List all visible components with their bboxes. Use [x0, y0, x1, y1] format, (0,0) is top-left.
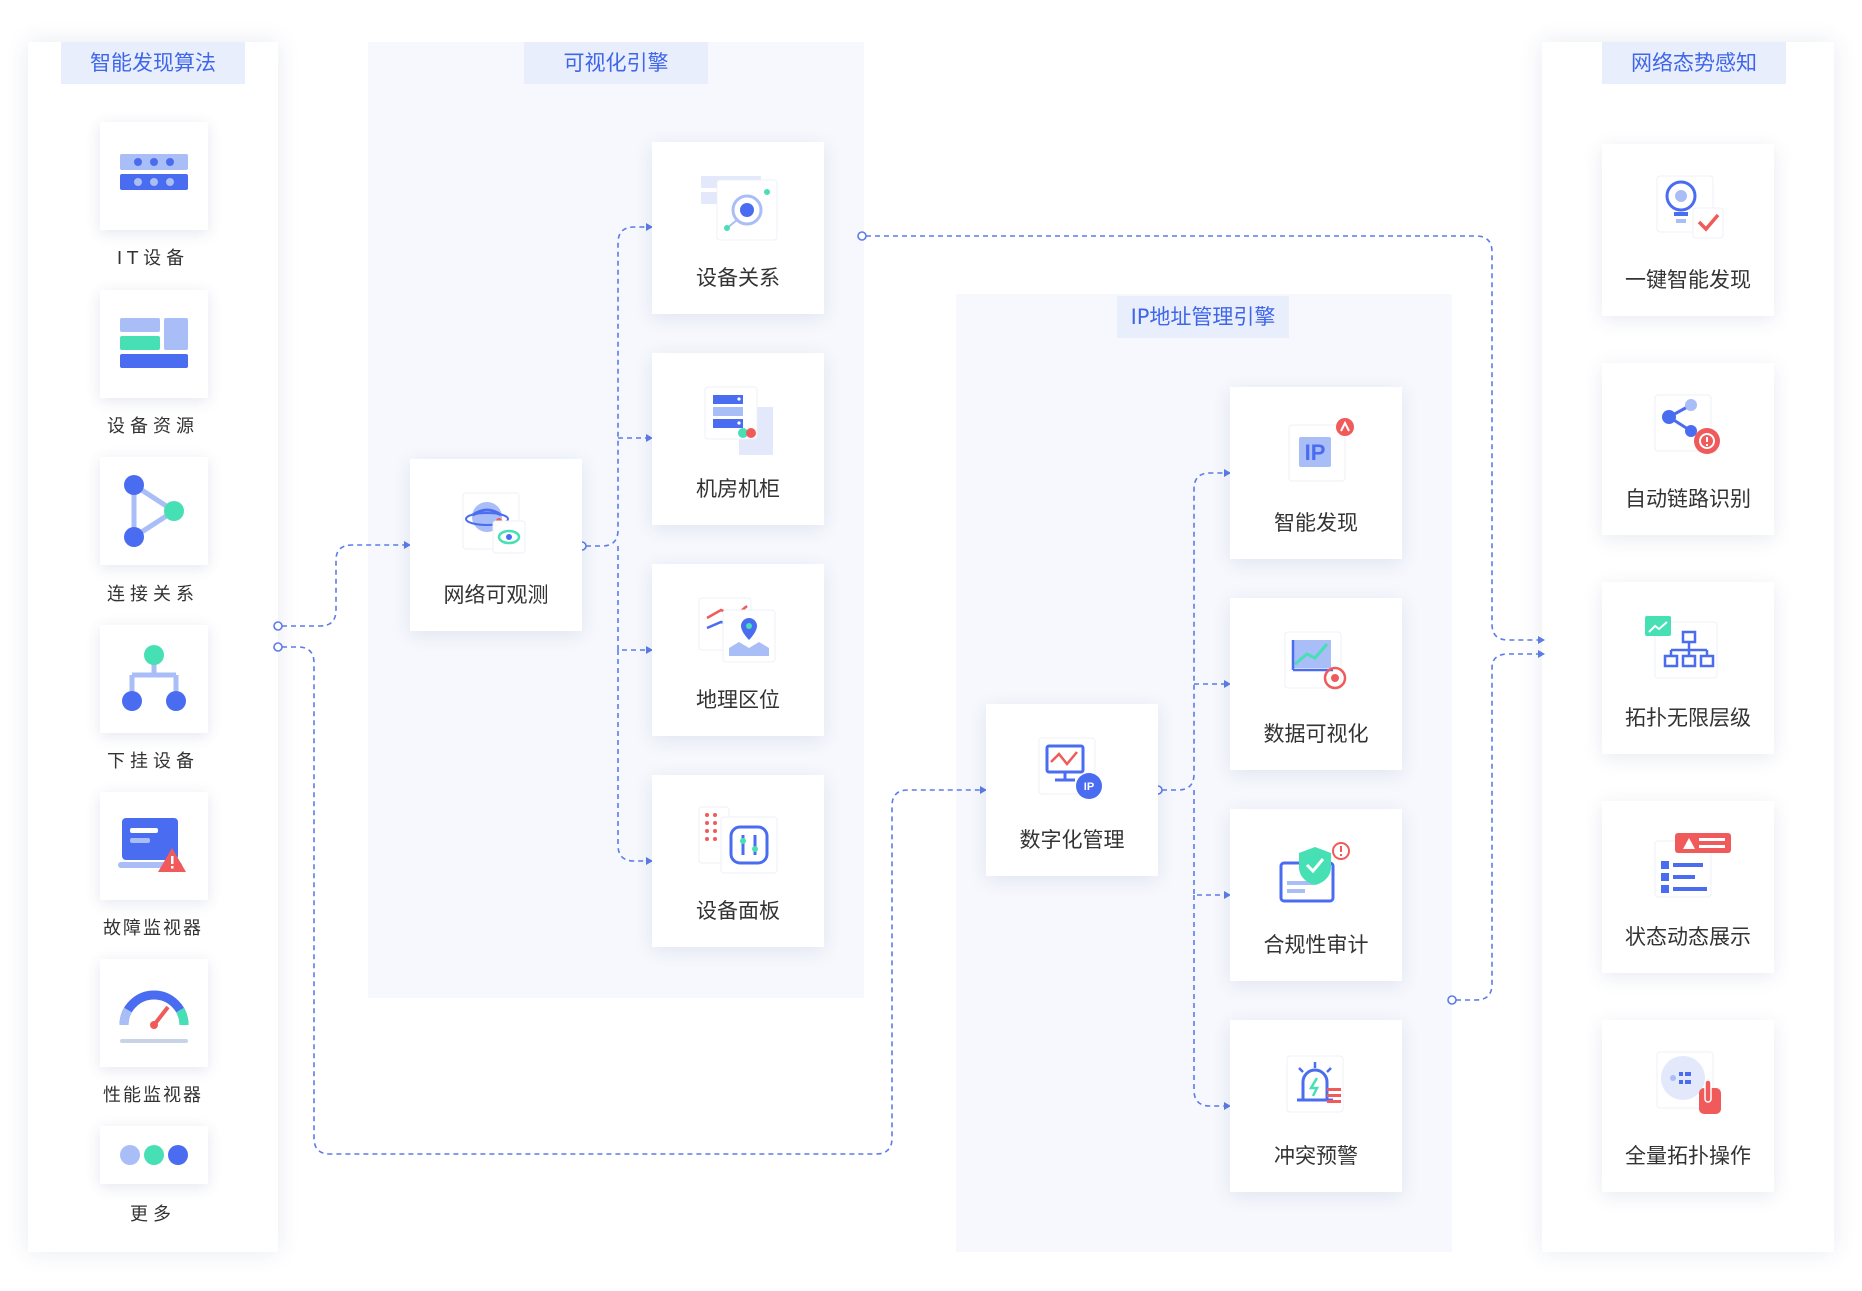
tile-connection[interactable]: [100, 457, 208, 565]
gauge-icon: [119, 990, 189, 1043]
connection-icon: [124, 475, 184, 547]
tile-device-resource[interactable]: [100, 290, 208, 398]
tile-device-resource-label: 设备资源: [107, 416, 199, 437]
fault-monitor-icon: [118, 818, 186, 872]
attached-device-icon: [122, 645, 186, 711]
tile-it-device[interactable]: [100, 122, 208, 230]
wire-to-situational-awareness-bottom: [1456, 650, 1545, 1001]
tile-performance-monitor-label: 性能监视器: [103, 1085, 203, 1106]
device-resource-icon: [120, 318, 188, 368]
tile-more-label: 更多: [130, 1204, 176, 1225]
card-auto-link-detect[interactable]: 自动链路识别: [1602, 363, 1774, 535]
card-device-relation[interactable]: 设备关系: [652, 142, 824, 314]
it-device-icon: [120, 154, 188, 190]
wire-left-to-ip-hub: [282, 646, 987, 1155]
card-server-rack-label: 机房机柜: [696, 477, 780, 501]
lightbulb-check-icon: [1656, 175, 1724, 239]
card-conflict-warning[interactable]: 冲突预警: [1230, 1020, 1402, 1192]
left-panel-title: 智能发现算法: [61, 42, 245, 84]
card-full-topology-ops-label: 全量拓扑操作: [1625, 1144, 1751, 1168]
server-rack-icon: [704, 386, 773, 455]
card-geo-location-label: 地理区位: [696, 688, 780, 712]
more-icon: [120, 1145, 188, 1165]
card-device-panel-label: 设备面板: [696, 899, 780, 923]
card-digital-management[interactable]: IP 数字化管理: [986, 704, 1158, 876]
card-auto-link-detect-label: 自动链路识别: [1625, 487, 1751, 511]
ip-engine-title: IP地址管理引擎: [1117, 296, 1289, 338]
card-device-relation-label: 设备关系: [696, 266, 780, 290]
card-topology-levels[interactable]: 拓扑无限层级: [1602, 582, 1774, 754]
card-one-click-discovery[interactable]: 一键智能发现: [1602, 144, 1774, 316]
card-geo-location[interactable]: 地理区位: [652, 564, 824, 736]
card-network-observability[interactable]: 网络可观测: [410, 459, 582, 631]
card-topology-levels-label: 拓扑无限层级: [1625, 706, 1751, 730]
card-full-topology-ops[interactable]: 全量拓扑操作: [1602, 1020, 1774, 1192]
card-digital-management-label: 数字化管理: [1019, 828, 1125, 852]
card-conflict-warning-label: 冲突预警: [1274, 1144, 1358, 1168]
wire-ip-hub-branch: [1162, 469, 1231, 791]
tile-fault-monitor-label: 故障监视器: [103, 918, 203, 939]
card-server-rack[interactable]: 机房机柜: [652, 353, 824, 525]
card-device-panel[interactable]: 设备面板: [652, 775, 824, 947]
data-chart-icon: [1284, 631, 1347, 690]
map-pin-icon: [698, 597, 776, 663]
visual-engine-title: 可视化引擎: [524, 42, 708, 84]
card-compliance-audit[interactable]: 合规性审计: [1230, 809, 1402, 981]
tile-attached-device[interactable]: [100, 625, 208, 733]
globe-eye-icon: [462, 492, 526, 554]
tile-it-device-label: IT设备: [116, 248, 190, 269]
card-data-visualization[interactable]: 数据可视化: [1230, 598, 1402, 770]
status-list-icon: [1654, 833, 1731, 898]
card-one-click-discovery-label: 一键智能发现: [1625, 268, 1751, 292]
digital-management-icon: IP: [1038, 737, 1102, 799]
compliance-shield-icon: [1279, 842, 1350, 903]
card-dynamic-status[interactable]: 状态动态展示: [1602, 801, 1774, 973]
wire-to-situational-awareness-top: [866, 235, 1545, 644]
tile-performance-monitor[interactable]: [100, 959, 208, 1067]
alarm-icon: [1286, 1055, 1344, 1113]
svg-text:IP: IP: [1305, 440, 1326, 465]
card-smart-discovery[interactable]: IP 智能发现: [1230, 387, 1402, 559]
link-detect-icon: [1654, 394, 1720, 454]
device-panel-icon: [698, 806, 778, 874]
svg-text:IP: IP: [1084, 781, 1094, 793]
tile-attached-device-label: 下挂设备: [107, 751, 199, 772]
tile-connection-label: 连接关系: [107, 584, 199, 605]
card-dynamic-status-label: 状态动态展示: [1625, 925, 1751, 949]
touch-operation-icon: [1656, 1051, 1721, 1114]
wire-left-to-visual-hub: [282, 541, 411, 627]
card-smart-discovery-label: 智能发现: [1274, 511, 1358, 535]
topology-tree-icon: [1645, 616, 1718, 679]
device-relation-icon: [701, 176, 778, 241]
card-compliance-audit-label: 合规性审计: [1263, 933, 1369, 957]
card-data-visualization-label: 数据可视化: [1263, 722, 1369, 746]
right-panel-title: 网络态势感知: [1602, 42, 1786, 84]
ip-discovery-icon: IP: [1288, 418, 1354, 482]
tile-fault-monitor[interactable]: [100, 792, 208, 900]
wire-visual-hub-branch: [586, 223, 653, 547]
card-network-observability-label: 网络可观测: [443, 583, 549, 607]
tile-more[interactable]: [100, 1126, 208, 1184]
